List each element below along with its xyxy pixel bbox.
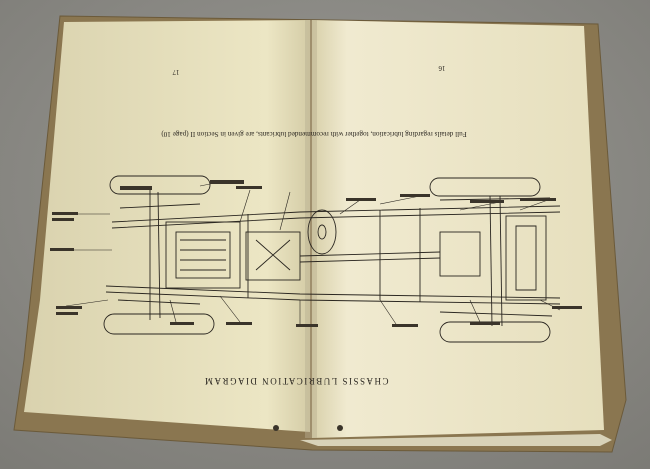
gutter-shadow <box>305 20 317 438</box>
wheel-front-left <box>109 175 211 195</box>
front-axle-2 <box>157 191 161 319</box>
frame-rail-top <box>111 205 561 223</box>
binding-hole-left <box>273 425 279 431</box>
right-page <box>312 20 604 438</box>
left-page <box>24 20 310 432</box>
engine-head <box>175 231 231 279</box>
steering-wheel <box>307 209 337 255</box>
front-spring-top <box>119 203 201 209</box>
left-page-number: 17 <box>172 68 180 76</box>
lubrication-note: Full details regarding lubrication, toge… <box>161 130 467 138</box>
page-stack-edge <box>300 434 612 446</box>
gearbox-detail <box>255 239 291 271</box>
frame-rail-top-inner <box>111 211 561 229</box>
rear-axle <box>489 195 493 327</box>
engine-block <box>165 221 241 289</box>
steering-hub <box>317 224 327 240</box>
engine-detail <box>180 239 226 271</box>
callout-labels <box>50 180 582 327</box>
wheel-front-right <box>103 313 215 335</box>
rear-box <box>505 215 547 301</box>
propeller-shaft-2 <box>299 257 441 263</box>
diagram-caption: CHASSIS LUBRICATION DIAGRAM <box>203 376 388 386</box>
chassis-diagram <box>65 175 561 343</box>
wheel-rear-left <box>429 177 541 197</box>
binding-hole-right <box>337 425 343 431</box>
frame-rail-bottom-inner <box>105 285 561 299</box>
propeller-shaft <box>299 251 441 257</box>
differential <box>439 231 481 277</box>
right-page-number: 16 <box>438 64 446 72</box>
rear-axle-2 <box>499 195 503 327</box>
rear-spring-bottom <box>439 311 553 317</box>
front-spring-bottom <box>117 299 201 305</box>
rear-box-detail <box>515 225 537 291</box>
